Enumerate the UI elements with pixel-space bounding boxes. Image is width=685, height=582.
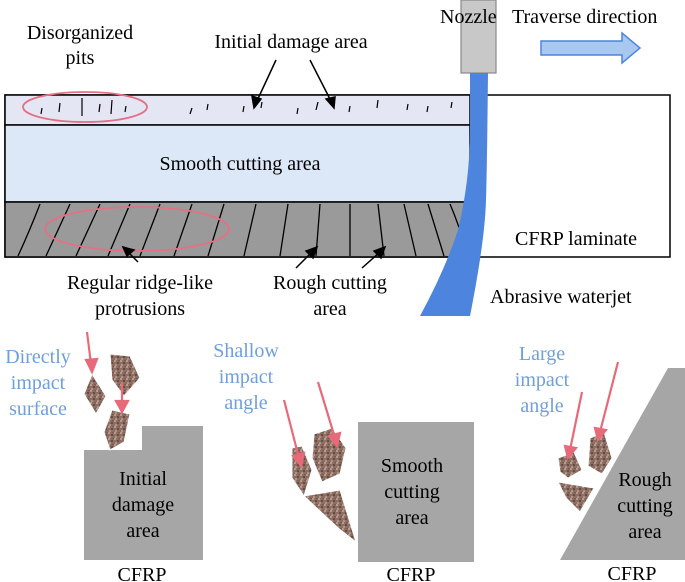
panel3-block-text-2: cutting <box>617 495 673 517</box>
panel3-particle-3 <box>557 481 595 513</box>
disorganized-pits-label-line1: Disorganized <box>27 22 133 44</box>
panel2-impact-text-2: impact <box>219 366 274 388</box>
rough-cutting-label-line1: Rough cutting <box>273 272 387 294</box>
cfrp-laminate-label: CFRP laminate <box>515 228 637 250</box>
abrasive-waterjet-stream <box>420 73 488 316</box>
initial-damage-area-label: Initial damage area <box>214 31 367 53</box>
smooth-cutting-layer <box>4 124 471 203</box>
panel2-impact-arrows <box>282 381 342 469</box>
panel1-material-label: CFRP <box>118 564 167 582</box>
disorganized-pits-label-line2: pits <box>66 47 95 69</box>
panel1-impact-arrows <box>84 331 130 415</box>
panel1-block-text-2: damage <box>112 494 174 516</box>
panel3-block-text-3: area <box>628 521 661 543</box>
panel2-particle-3 <box>302 489 357 544</box>
initial-damage-layer <box>4 94 471 126</box>
pits-highlight-ellipse <box>22 91 148 123</box>
panel-large-angle: Large impact angle Rough cutting area CF… <box>515 343 685 582</box>
panel1-block-text-3: area <box>126 520 159 542</box>
rough-cutting-label-line2: area <box>313 298 346 320</box>
nozzle <box>460 0 497 74</box>
panel3-block-text-1: Rough <box>618 469 671 491</box>
traverse-direction-label: Traverse direction <box>512 6 657 28</box>
panel3-material-label: CFRP <box>608 563 657 582</box>
panel1-impact-text-2: impact <box>11 372 66 394</box>
ridges-highlight-ellipse <box>44 206 230 252</box>
panel2-cfrp-block <box>358 422 474 562</box>
panel2-impact-text-1: Shallow <box>213 340 279 362</box>
panel1-cfrp-block <box>84 426 203 560</box>
panel1-block-text-1: Initial <box>119 468 167 490</box>
rough-cutting-layer <box>4 201 471 258</box>
panel1-particle-1 <box>109 353 141 397</box>
abrasive-waterjet-label: Abrasive waterjet <box>490 286 632 308</box>
panel3-impact-text-1: Large <box>519 343 565 365</box>
panel2-block-text-1: Smooth <box>381 455 443 477</box>
ridge-protrusions-label-line2: protrusions <box>95 298 185 320</box>
panel1-impact-text-3: surface <box>9 398 67 420</box>
traverse-arrow-icon <box>540 31 642 65</box>
panel-shallow-angle: Shallow impact angle Smooth cutting area… <box>213 340 474 582</box>
pit-marks <box>40 98 453 116</box>
panel3-cfrp-block <box>560 368 685 560</box>
smooth-cutting-area-label: Smooth cutting area <box>159 153 320 175</box>
panel3-impact-arrows <box>563 361 620 461</box>
panel2-impact-text-3: angle <box>224 392 267 414</box>
panel2-material-label: CFRP <box>387 564 436 582</box>
ridge-protrusions-label-line1: Regular ridge-like <box>67 272 213 294</box>
panel3-impact-text-2: impact <box>515 369 570 391</box>
panel1-particle-3 <box>103 409 131 451</box>
nozzle-label: Nozzle <box>440 6 497 28</box>
label-pointer-arrows <box>121 59 387 269</box>
panel1-particle-2 <box>83 372 107 415</box>
cfrp-laminate <box>4 91 671 258</box>
panel1-impact-text-1: Directly <box>5 346 71 368</box>
panel3-impact-text-3: angle <box>520 395 563 417</box>
panel2-block-text-3: area <box>395 507 428 529</box>
panel2-block-text-2: cutting <box>384 481 440 503</box>
panel-direct-impact: Directly impact surface Initial damage a… <box>5 331 203 582</box>
